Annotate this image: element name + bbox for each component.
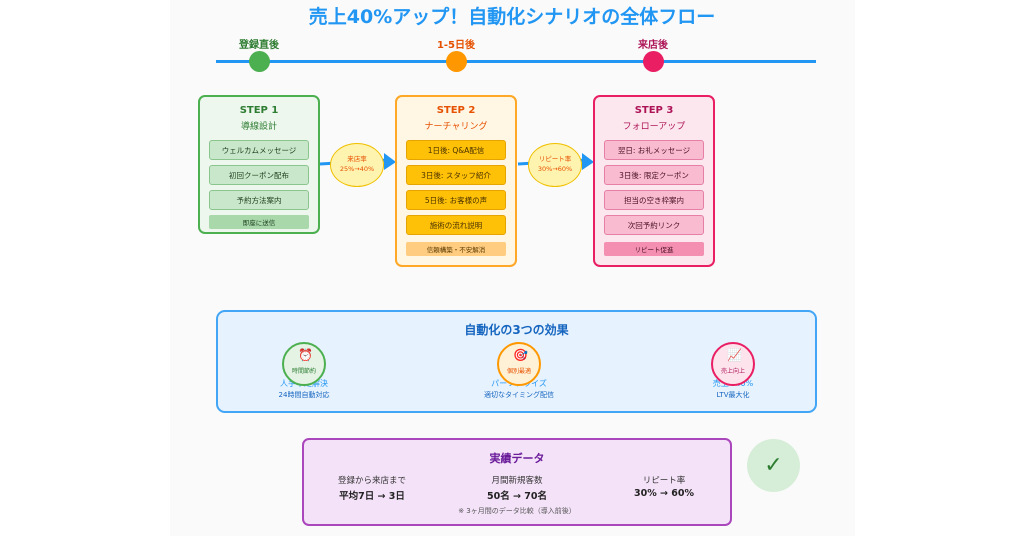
effect-sales-up: 📈 売上向上 売上+40% LTV最大化 bbox=[663, 342, 803, 400]
badge-repeat-rate-value: 30%→60% bbox=[537, 165, 573, 173]
stat-3-label: リピート率 bbox=[642, 476, 686, 486]
step-1-tag: 即座に送信 bbox=[209, 215, 309, 229]
effect-3-circle: 📈 売上向上 bbox=[711, 342, 755, 386]
page-title: 売上40%アップ！自動化シナリオの全体フロー bbox=[308, 6, 716, 28]
check-icon: ✓ bbox=[747, 439, 800, 492]
step-3-box: STEP 3 フォローアップ 翌日: お礼メッセージ 3日後: 限定クーポン 担… bbox=[593, 95, 715, 267]
stat-2-value: 50名 → 70名 bbox=[486, 491, 547, 502]
timeline-dot-2 bbox=[446, 51, 467, 72]
badge-visit-rate-value: 25%→40% bbox=[339, 165, 375, 173]
step-1-number: STEP 1 bbox=[239, 105, 279, 116]
effect-2-circle: 🎯 個別最適 bbox=[497, 342, 541, 386]
stat-new-customers: 月間新規客数 50名 → 70名 bbox=[447, 474, 587, 502]
stat-1-value: 平均7日 → 3日 bbox=[339, 491, 405, 502]
chart-up-icon: 📈 bbox=[727, 348, 742, 362]
stat-lead-time: 登録から来店まで 平均7日 → 3日 bbox=[302, 474, 442, 502]
timeline-label-1: 登録直後 bbox=[239, 40, 279, 51]
target-icon: 🎯 bbox=[513, 348, 528, 362]
effect-2-detail: 適切なタイミング配信 bbox=[484, 391, 554, 399]
stat-1-label: 登録から来店まで bbox=[337, 476, 406, 486]
timeline-label-3: 来店後 bbox=[638, 40, 668, 51]
effect-time-saving: ⏰ 時間節約 人手不足解決 24時間自動対応 bbox=[234, 342, 374, 400]
badge-visit-rate: 来店率 25%→40% bbox=[330, 143, 384, 187]
step-3-number: STEP 3 bbox=[634, 105, 674, 116]
step-2-number: STEP 2 bbox=[436, 105, 476, 116]
results-note: ※ 3ヶ月間のデータ比較（導入前後） bbox=[458, 507, 576, 515]
results-panel: 実績データ 登録から来店まで 平均7日 → 3日 月間新規客数 50名 → 70… bbox=[302, 438, 732, 526]
step-3-item-3: 担当の空き枠案内 bbox=[604, 190, 704, 210]
step-2-item-4: 施術の流れ説明 bbox=[406, 215, 506, 235]
effects-panel: 自動化の3つの効果 ⏰ 時間節約 人手不足解決 24時間自動対応 🎯 個別最適 … bbox=[216, 310, 817, 413]
stat-2-label: 月間新規客数 bbox=[491, 476, 543, 486]
effect-3-detail: LTV最大化 bbox=[716, 391, 750, 399]
timeline-line bbox=[216, 60, 816, 63]
step-3-item-4: 次回予約リンク bbox=[604, 215, 704, 235]
effect-3-name: 売上向上 bbox=[720, 368, 745, 375]
timeline-dot-1 bbox=[249, 51, 270, 72]
step-3-item-2: 3日後: 限定クーポン bbox=[604, 165, 704, 185]
step-2-item-2: 3日後: スタッフ紹介 bbox=[406, 165, 506, 185]
results-title: 実績データ bbox=[489, 452, 545, 465]
step-2-title: ナーチャリング bbox=[424, 122, 488, 132]
step-2-item-1: 1日後: Q&A配信 bbox=[406, 140, 506, 160]
alarm-clock-icon: ⏰ bbox=[298, 348, 313, 362]
step-2-tag: 信頼構築・不安解消 bbox=[406, 242, 506, 256]
step-3-item-1: 翌日: お礼メッセージ bbox=[604, 140, 704, 160]
step-1-box: STEP 1 導線設計 ウェルカムメッセージ 初回クーポン配布 予約方法案内 即… bbox=[198, 95, 320, 234]
effects-title: 自動化の3つの効果 bbox=[464, 323, 569, 337]
step-2-box: STEP 2 ナーチャリング 1日後: Q&A配信 3日後: スタッフ紹介 5日… bbox=[395, 95, 517, 267]
step-1-title: 導線設計 bbox=[240, 122, 277, 132]
stat-3-value: 30% → 60% bbox=[633, 488, 695, 499]
step-1-item-1: ウェルカムメッセージ bbox=[209, 140, 309, 160]
step-2-item-3: 5日後: お客様の声 bbox=[406, 190, 506, 210]
step-3-title: フォローアップ bbox=[622, 122, 686, 132]
badge-repeat-rate-label: リピート率 bbox=[538, 155, 572, 164]
badge-visit-rate-label: 来店率 bbox=[347, 155, 367, 164]
effect-personalize: 🎯 個別最適 パーソナライズ 適切なタイミング配信 bbox=[449, 342, 589, 400]
effect-1-name: 時間節約 bbox=[291, 368, 316, 375]
step-3-tag: リピート促進 bbox=[604, 242, 704, 256]
effect-2-name: 個別最適 bbox=[506, 368, 531, 375]
timeline-dot-3 bbox=[643, 51, 664, 72]
stat-repeat-rate: リピート率 30% → 60% bbox=[594, 474, 734, 499]
step-1-item-3: 予約方法案内 bbox=[209, 190, 309, 210]
badge-repeat-rate: リピート率 30%→60% bbox=[528, 143, 582, 187]
timeline-label-2: 1-5日後 bbox=[436, 40, 476, 51]
effect-1-circle: ⏰ 時間節約 bbox=[282, 342, 326, 386]
effect-1-detail: 24時間自動対応 bbox=[278, 391, 330, 399]
step-1-item-2: 初回クーポン配布 bbox=[209, 165, 309, 185]
